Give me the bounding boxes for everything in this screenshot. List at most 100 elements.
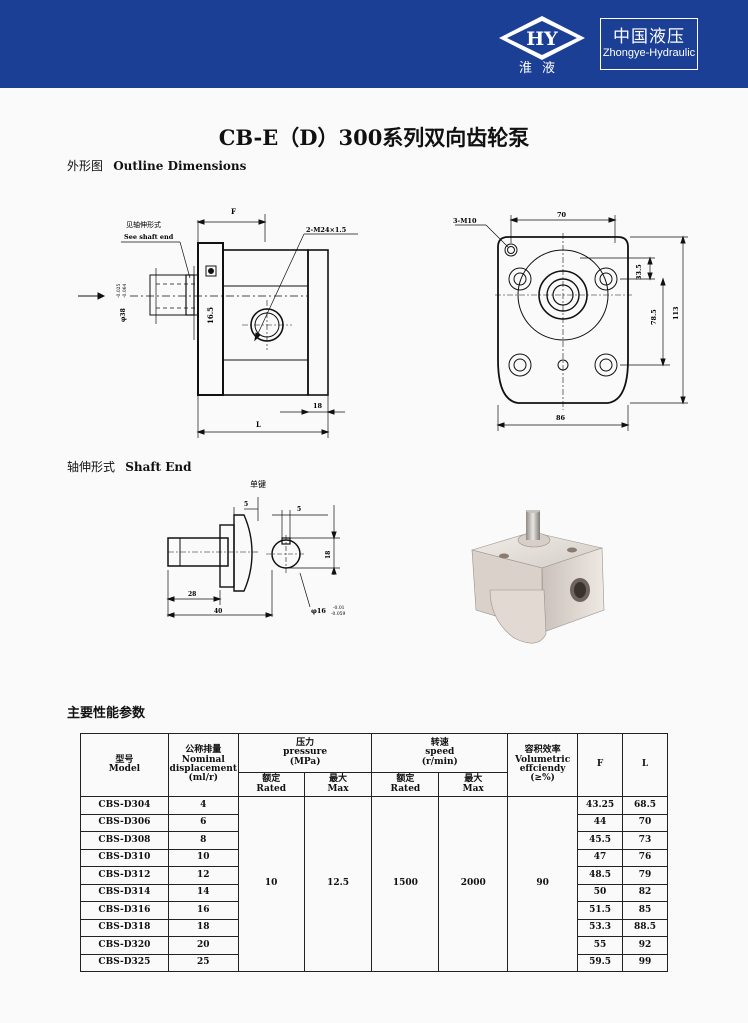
dim-78-5: 78.5 <box>650 309 658 325</box>
dim-phi16: φ16 <box>311 607 326 615</box>
front-view-drawing: 3-M10 70 33.5 78.5 113 86 <box>453 211 688 431</box>
dim-18-side: 18 <box>313 402 323 410</box>
shaft-note-cn: 见轴伸形式 <box>126 220 161 229</box>
cell-model: CBS-D312 <box>80 866 169 885</box>
cell-model: CBS-D325 <box>80 953 169 972</box>
cell-F: 50 <box>577 883 624 902</box>
col-pressure-rated-header: 额定 Rated <box>237 772 305 797</box>
params-heading: 主要性能参数 <box>67 706 146 721</box>
cell-displacement: 8 <box>167 831 239 850</box>
cell-F: 53.3 <box>577 918 624 937</box>
dim-28: 28 <box>188 591 196 598</box>
cell-model: CBS-D320 <box>80 936 169 955</box>
phi38-tol-upper: -0.025 <box>116 283 122 298</box>
dim-86: 86 <box>556 414 566 422</box>
col-pressure-max-header: 最大 Max <box>303 772 373 797</box>
phi16-tol-upper: -0.01 <box>333 605 345 611</box>
cell-efficiency: 90 <box>507 796 579 972</box>
col-F-header: F <box>577 733 624 797</box>
cell-L: 68.5 <box>622 796 668 815</box>
table-row: CBS-D316 16 51.5 85 <box>80 901 668 920</box>
cell-displacement: 6 <box>167 813 239 832</box>
cell-pressure-rated: 10 <box>237 796 305 972</box>
dim-18-shaft: 18 <box>325 551 332 559</box>
port-label: 2-M24×1.5 <box>306 226 347 234</box>
table-row: CBS-D304 4 10 12.5 1500 2000 90 43.25 68… <box>80 796 668 972</box>
dim-5b: 5 <box>297 506 301 513</box>
brand-name-cn: 中国液压 <box>613 27 685 47</box>
brand-box: 中国液压 Zhongye-Hydraulic <box>600 18 698 70</box>
shaft-end-heading-en: Shaft End <box>125 460 192 474</box>
phi38-tol-lower: -0.064 <box>122 283 128 298</box>
cell-model: CBS-D316 <box>80 901 169 920</box>
dim-70: 70 <box>557 211 567 219</box>
cell-displacement: 25 <box>167 953 239 972</box>
dim-F-label: F <box>231 207 236 216</box>
outline-heading-cn: 外形图 <box>67 159 104 173</box>
cell-model: CBS-D304 <box>80 796 169 815</box>
outline-heading-en: Outline Dimensions <box>113 159 247 173</box>
cell-L: 73 <box>622 831 668 850</box>
cell-L: 99 <box>622 953 668 972</box>
cell-displacement: 20 <box>167 936 239 955</box>
shaft-end-heading: 轴伸形式 Shaft End <box>67 458 192 475</box>
col-model-header: 型号 Model <box>80 733 169 797</box>
arrow-head-icon <box>97 292 106 300</box>
col-displacement-header: 公称排量 Nominal displacement (ml/r) <box>167 733 239 797</box>
cell-F: 45.5 <box>577 831 624 850</box>
cell-L: 76 <box>622 848 668 867</box>
cell-displacement: 14 <box>167 883 239 902</box>
cell-model: CBS-D308 <box>80 831 169 850</box>
cell-F: 43.25 <box>577 796 624 815</box>
cell-displacement: 4 <box>167 796 239 815</box>
key-label-cn: 单键 <box>250 479 266 489</box>
col-speed-rated-header: 额定 Rated <box>371 772 440 797</box>
document-title: CB-E（D）300系列双向齿轮泵 <box>218 125 530 150</box>
dim-L-label: L <box>256 420 261 429</box>
shaft-end-heading-cn: 轴伸形式 <box>67 460 116 474</box>
dim-5a: 5 <box>244 501 248 508</box>
table-row: CBS-D310 10 47 76 <box>80 848 668 867</box>
brand-name-en: Zhongye-Hydraulic <box>602 47 696 59</box>
phi16-tol-lower: -0.059 <box>331 611 346 617</box>
cell-displacement: 18 <box>167 918 239 937</box>
cell-L: 82 <box>622 883 668 902</box>
col-pressure-header: 压力 pressure (MPa) <box>237 733 373 773</box>
col-speed-header: 转速 speed (r/min) <box>371 733 509 773</box>
dim-33-5: 33.5 <box>635 264 643 280</box>
cell-F: 44 <box>577 813 624 832</box>
cell-model: CBS-D310 <box>80 848 169 867</box>
cell-model: CBS-D306 <box>80 813 169 832</box>
side-view-drawing: 见轴伸形式 See shaft end F 2-M24×1.5 φ38 -0.0… <box>78 207 358 438</box>
shaft-note-en: See shaft end <box>124 233 174 241</box>
end-cover-outline <box>307 249 329 396</box>
cell-L: 92 <box>622 936 668 955</box>
dim-phi38: φ38 <box>120 308 127 322</box>
table-row: CBS-D325 25 59.5 99 <box>80 953 668 972</box>
hy-logo-subtext: 淮液 <box>518 61 565 76</box>
dim-113: 113 <box>672 306 680 320</box>
front-plate-outline <box>497 236 629 404</box>
cell-L: 79 <box>622 866 668 885</box>
cell-displacement: 12 <box>167 866 239 885</box>
hy-logo-letters: HY <box>526 28 558 50</box>
col-efficiency-header: 容积效率 Volumetric effciendy (≥%) <box>507 733 579 797</box>
cell-F: 51.5 <box>577 901 624 920</box>
cell-F: 47 <box>577 848 624 867</box>
bolt-label: 3-M10 <box>453 217 477 225</box>
cell-displacement: 16 <box>167 901 239 920</box>
cell-speed-rated: 1500 <box>371 796 440 972</box>
col-speed-max-header: 最大 Max <box>438 772 509 797</box>
cell-pressure-max: 12.5 <box>303 796 373 972</box>
cell-F: 48.5 <box>577 866 624 885</box>
cell-model: CBS-D314 <box>80 883 169 902</box>
cell-displacement: 10 <box>167 848 239 867</box>
shaft-outline <box>149 274 199 316</box>
performance-table: 型号 Model 公称排量 Nominal displacement (ml/r… <box>80 733 668 972</box>
header-band: HY 淮液 中国液压 Zhongye-Hydraulic <box>0 0 748 88</box>
outline-heading: 外形图 Outline Dimensions <box>67 157 246 174</box>
cell-F: 55 <box>577 936 624 955</box>
dim-40: 40 <box>214 608 222 615</box>
table-header-row: 型号 Model 公称排量 Nominal displacement (ml/r… <box>80 733 668 797</box>
cell-L: 85 <box>622 901 668 920</box>
